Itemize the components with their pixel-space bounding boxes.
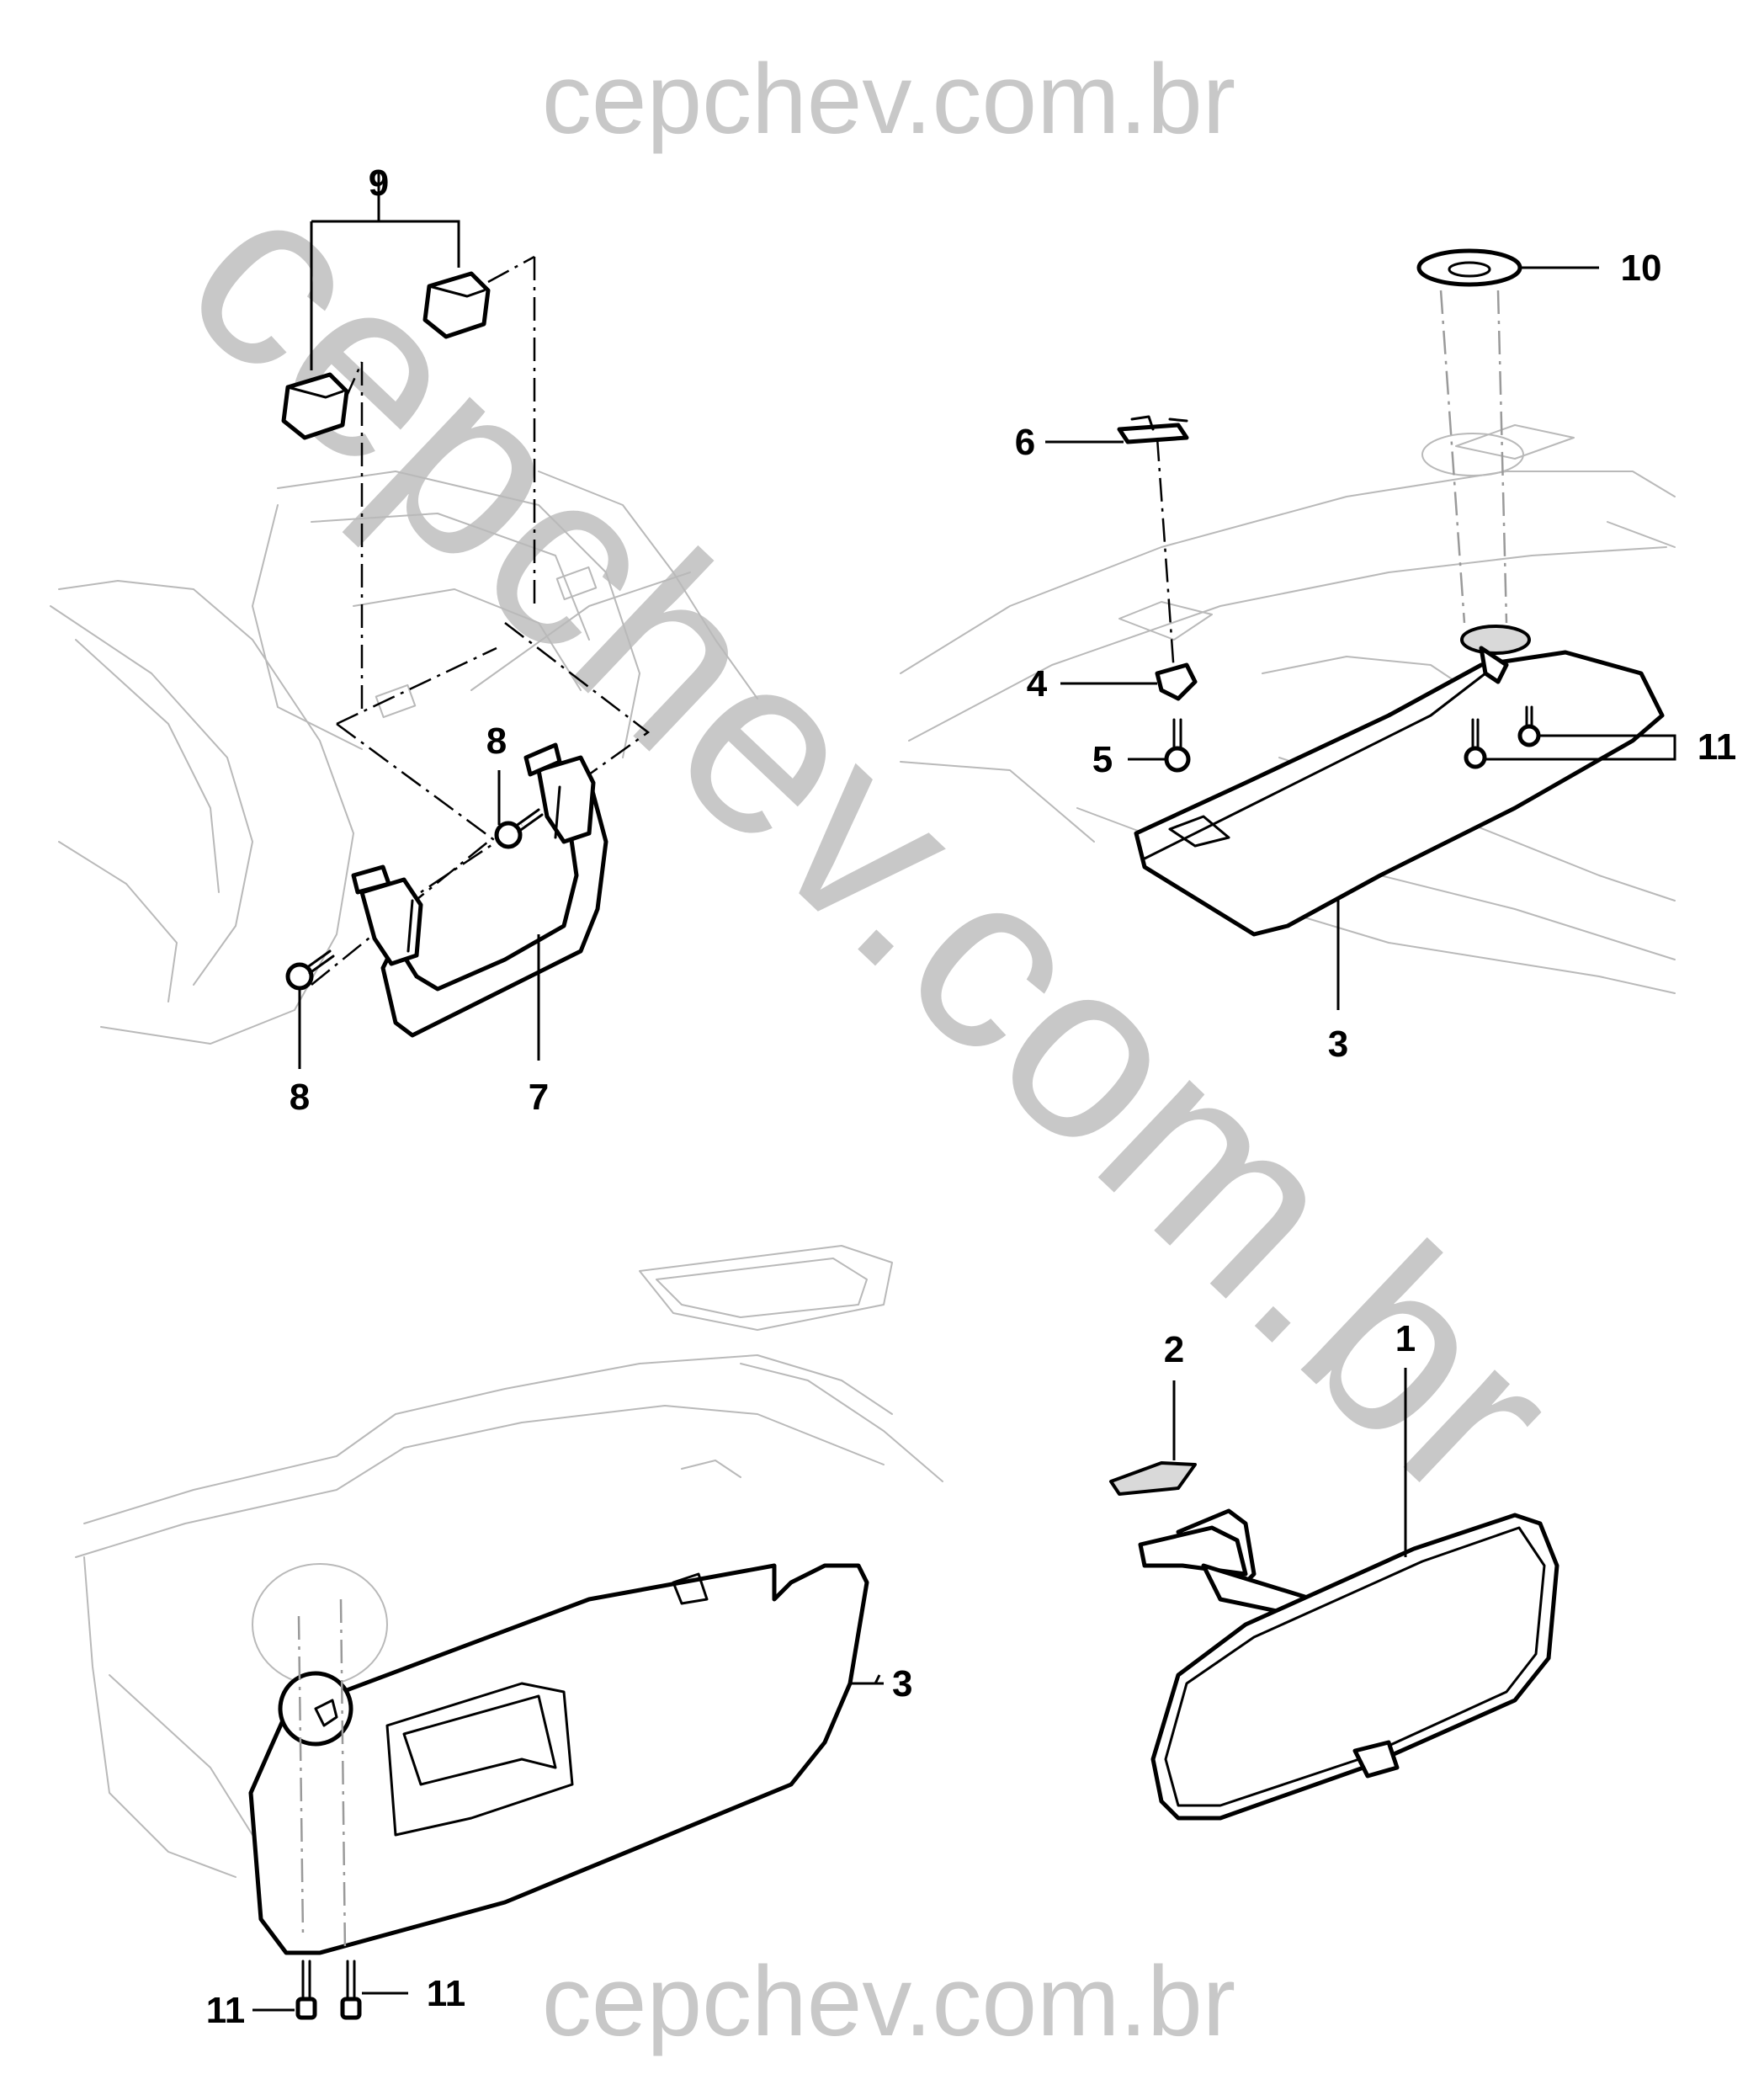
- watermark-top: cepchev.com.br: [542, 44, 1235, 155]
- screw-11-bottom-b: [340, 1960, 362, 2020]
- sun-visor-top-group: 10 6 4 5: [900, 247, 1737, 1065]
- rearview-mirror-group: 2 1: [1109, 1318, 1559, 1821]
- assist-handle-group: 9: [50, 162, 758, 1118]
- callout-5: 5: [1092, 739, 1113, 780]
- screw-11-top-a: [1517, 705, 1541, 747]
- ghost-roof-left: [50, 471, 758, 1045]
- screw-11-top-b: [1464, 718, 1487, 769]
- callout-11-bottom-left: 11: [206, 1990, 246, 2031]
- callout-6: 6: [1015, 422, 1035, 463]
- callout-4: 4: [1027, 663, 1048, 705]
- clip-cap-right: [422, 271, 491, 339]
- callout-11-bottom-right: 11: [427, 1973, 466, 2014]
- clip-cap-left: [281, 372, 349, 440]
- callout-8-upper: 8: [486, 721, 507, 762]
- clip-6: [1117, 415, 1189, 444]
- mirror-pad: [1109, 1461, 1197, 1496]
- callout-1: 1: [1395, 1318, 1416, 1359]
- leader-9: [310, 173, 460, 370]
- callout-3-top: 3: [1328, 1024, 1348, 1065]
- watermark-bottom: cepchev.com.br: [542, 1946, 1235, 2057]
- callout-8-lower: 8: [290, 1077, 310, 1118]
- retainer-ring: [1416, 248, 1522, 287]
- hook-4: [1155, 662, 1198, 701]
- sun-visor-top: [1134, 625, 1665, 937]
- callout-7: 7: [529, 1077, 549, 1118]
- screw-11-bottom-a: [295, 1960, 317, 2020]
- ghost-roof-right: [900, 424, 1676, 994]
- bolt-lower: [285, 949, 335, 991]
- assist-handle: [351, 742, 608, 1038]
- callout-2: 2: [1164, 1329, 1184, 1370]
- rearview-mirror: [1138, 1508, 1559, 1821]
- callout-3-bottom: 3: [892, 1663, 912, 1704]
- sun-visor-bottom: [248, 1563, 869, 1955]
- bolt-upper: [494, 808, 544, 849]
- callout-10: 10: [1621, 247, 1662, 289]
- screw-5: [1164, 718, 1191, 773]
- callout-11-top: 11: [1698, 726, 1737, 768]
- sun-visor-bottom-group: 11 11 3: [75, 1245, 943, 2031]
- callout-9: 9: [369, 162, 389, 204]
